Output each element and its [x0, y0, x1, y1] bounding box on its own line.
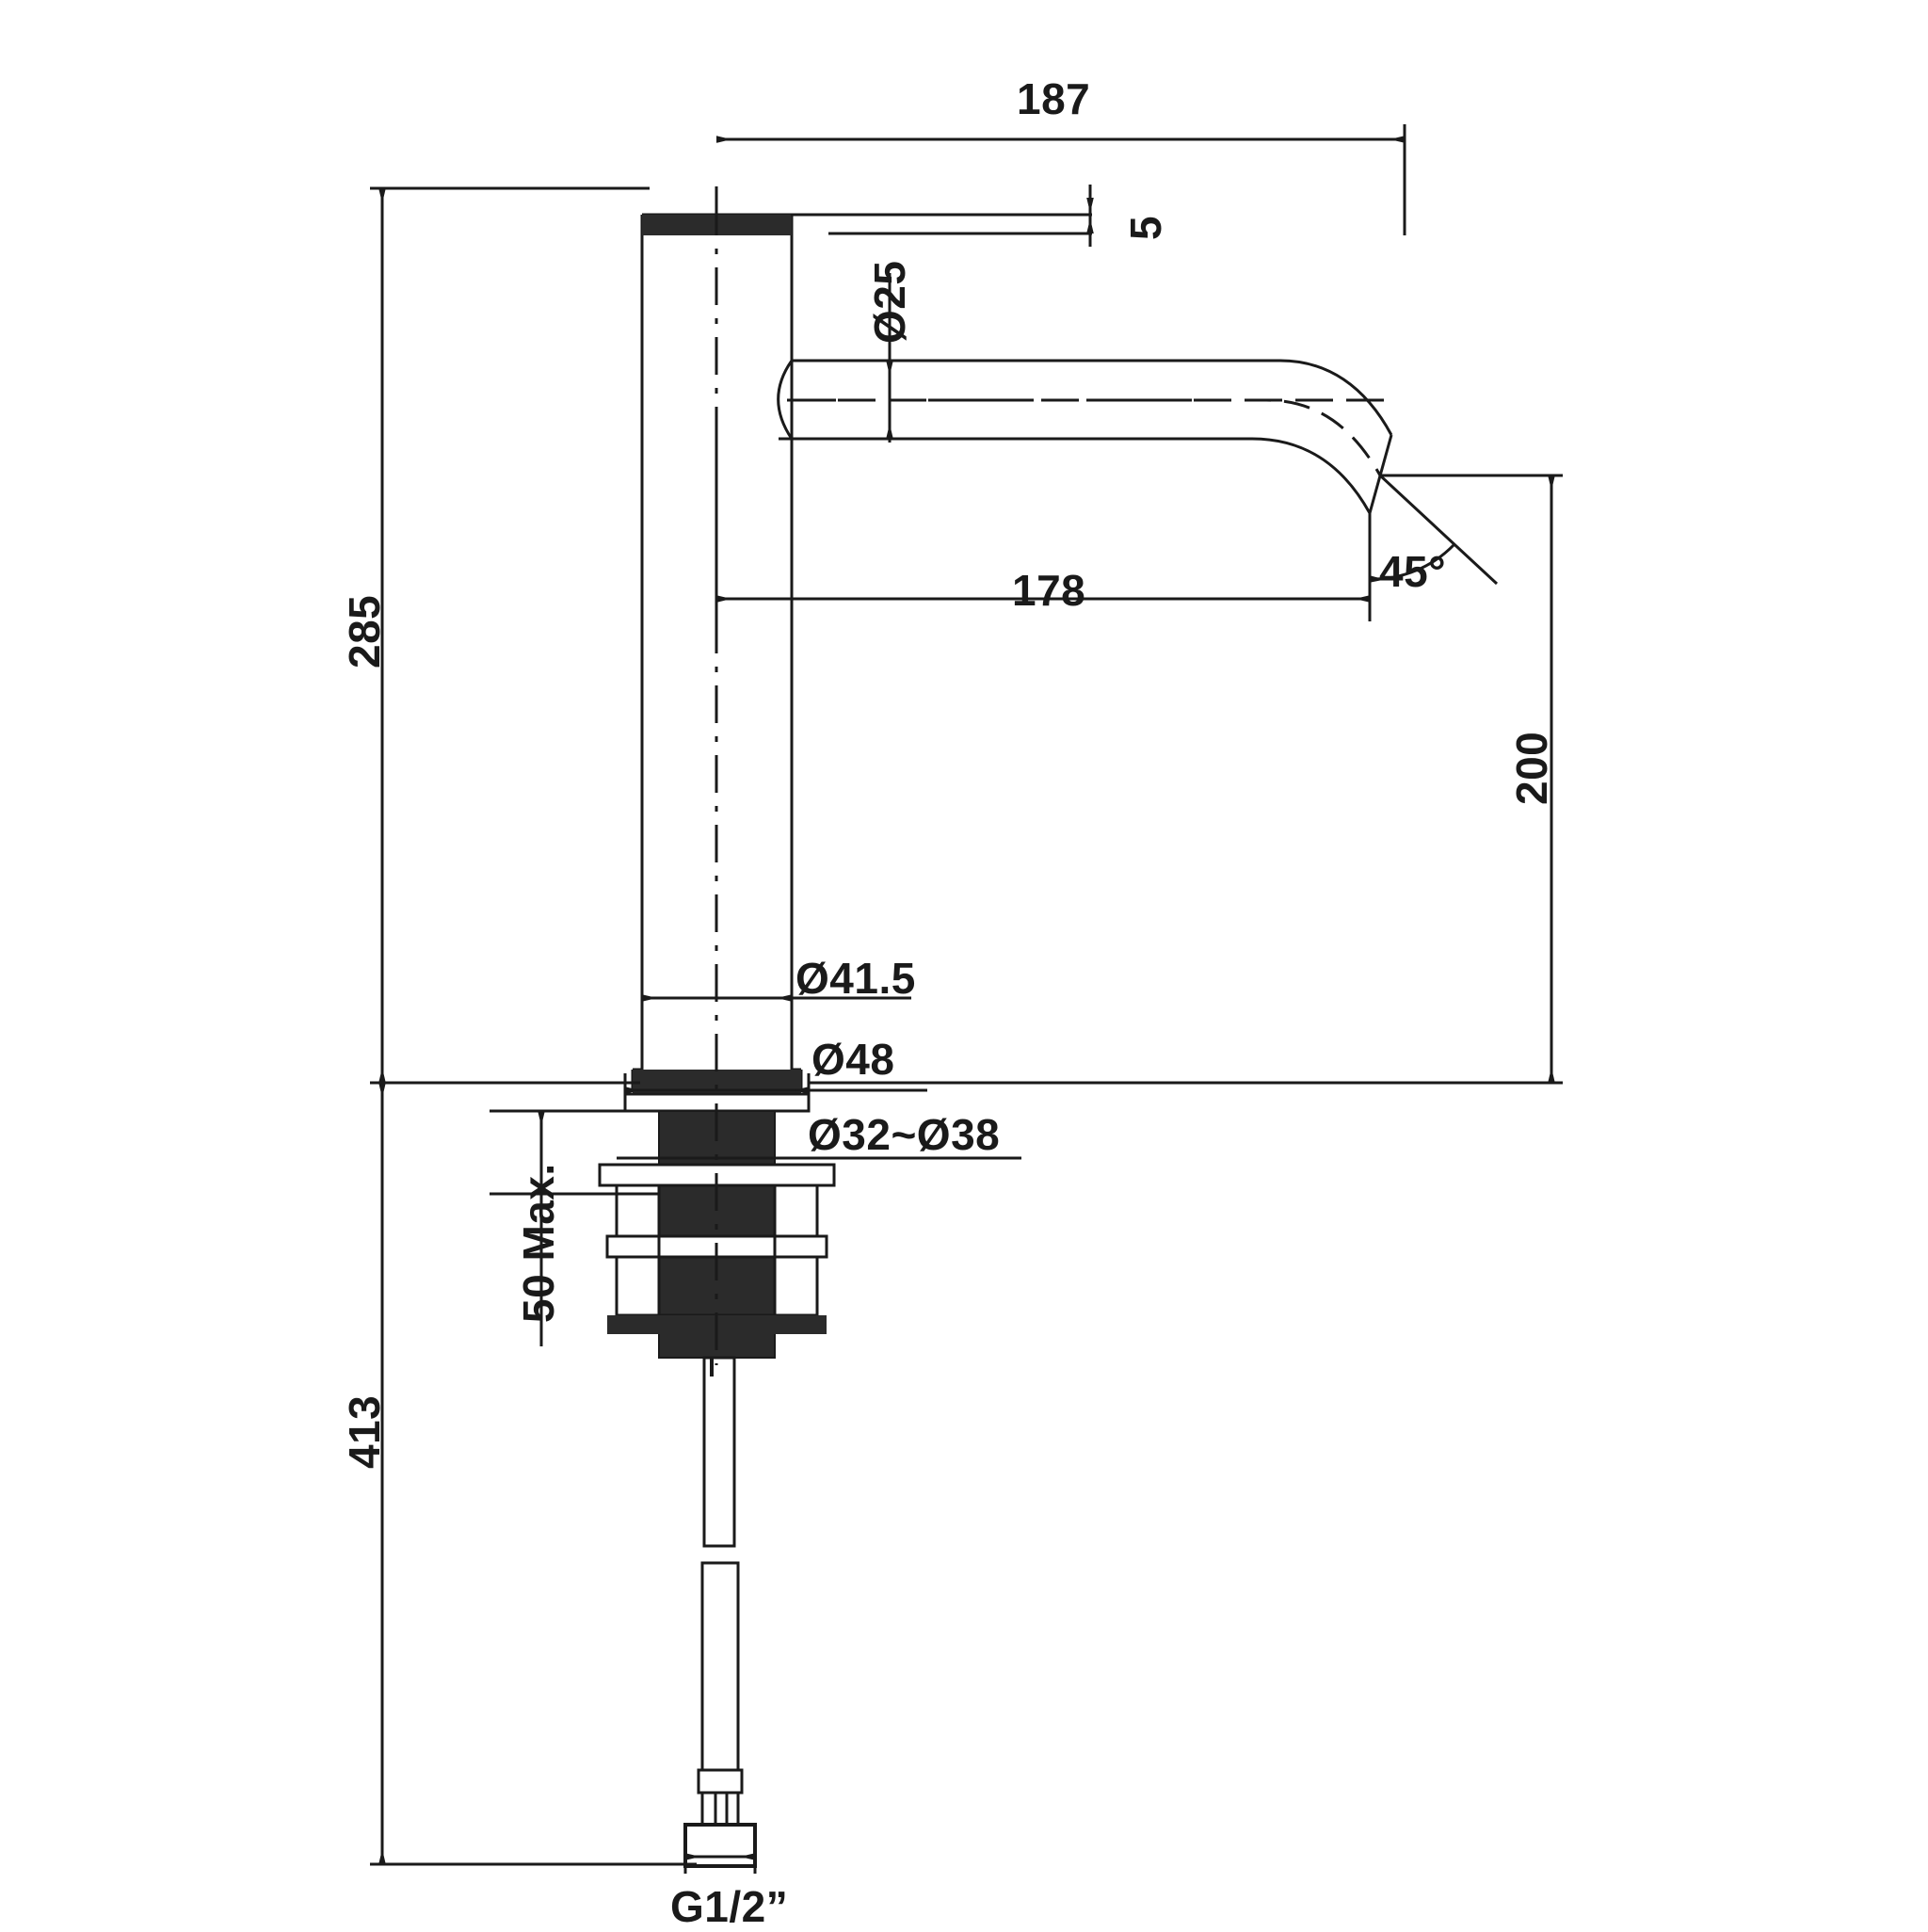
- dim-178: [715, 443, 1372, 621]
- dim-200: [810, 474, 1563, 1085]
- dim-g-half: [683, 1825, 757, 1874]
- label-supply-thread: G1/2”: [670, 1882, 789, 1931]
- supply-riser-tube: [683, 1356, 757, 1868]
- dim-413: [370, 1083, 697, 1866]
- label-spout-reach-overall: 187: [1017, 74, 1091, 123]
- label-spout-reach-effective: 178: [1012, 566, 1086, 615]
- spout-outline: [777, 359, 1393, 514]
- dim-45-deg: [1369, 474, 1499, 586]
- label-deck-hole-diameter-range: Ø32~Ø38: [808, 1110, 1001, 1159]
- label-spout-tube-diameter: Ø25: [865, 260, 914, 344]
- mounting-shank-assembly: [598, 1110, 836, 1359]
- label-outlet-angle: 45°: [1379, 547, 1447, 596]
- label-total-length: 413: [340, 1394, 389, 1469]
- label-spout-outlet-height: 200: [1507, 731, 1556, 805]
- label-body-diameter-upper: Ø41.5: [795, 954, 916, 1003]
- label-spout-tip-thickness: 5: [1121, 215, 1170, 240]
- label-body-height-above-deck: 285: [340, 594, 389, 668]
- spout-bore-hidden-lines: [810, 398, 1382, 476]
- label-deck-thickness-max: 50 Max.: [514, 1163, 563, 1323]
- dim-50-max: [490, 1109, 659, 1346]
- dim-187: [715, 124, 1406, 235]
- dim-d48: [623, 1073, 927, 1109]
- dim-285: [370, 186, 650, 1085]
- label-body-diameter-base: Ø48: [811, 1035, 895, 1084]
- dim-5: [791, 185, 1094, 247]
